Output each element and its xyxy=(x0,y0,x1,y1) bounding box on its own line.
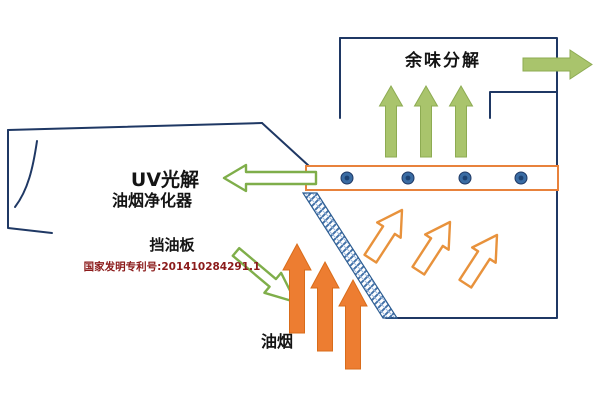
label-oil-fume: 油烟 xyxy=(261,332,293,351)
canopy-left-wall xyxy=(7,129,53,234)
fume-arrow-icon xyxy=(282,242,312,334)
oil-baffle-strip xyxy=(301,192,399,319)
clean-air-up-arrow-icon xyxy=(413,84,439,158)
fume-arrow-icon xyxy=(310,260,340,352)
lamp-dot-center xyxy=(518,175,524,181)
clean-air-up-arrow-icon xyxy=(378,84,404,158)
canopy-inner-curve xyxy=(14,140,38,208)
label-odor-decomposition: 余味分解 xyxy=(404,50,481,71)
label-oil-baffle: 挡油板 xyxy=(149,236,195,254)
lamp-dot-center xyxy=(405,175,411,181)
baffle-pointer-arrow-icon xyxy=(231,246,297,304)
lamp-dot-center xyxy=(344,175,350,181)
uv-lamp-dots xyxy=(340,171,528,185)
duct-outlet-step xyxy=(489,91,558,119)
canopy-slant-edge xyxy=(261,122,310,167)
airflow-arrow-icon xyxy=(363,208,404,264)
label-uv-line1: UV光解 xyxy=(131,168,199,191)
uv-pointer-arrow-icon xyxy=(222,163,318,193)
exhaust-right-arrow-icon xyxy=(522,49,593,80)
label-patent-number: 国家发明专利号:201410284291.1 xyxy=(84,260,261,273)
label-uv-line2: 油烟净化器 xyxy=(112,191,193,210)
lamp-dot-center xyxy=(462,175,468,181)
airflow-arrow-icon xyxy=(411,220,452,276)
airflow-arrow-icon xyxy=(458,233,499,289)
fume-arrow-icon xyxy=(338,278,368,370)
clean-air-up-arrow-icon xyxy=(448,84,474,158)
canopy-top-edge xyxy=(7,122,263,131)
